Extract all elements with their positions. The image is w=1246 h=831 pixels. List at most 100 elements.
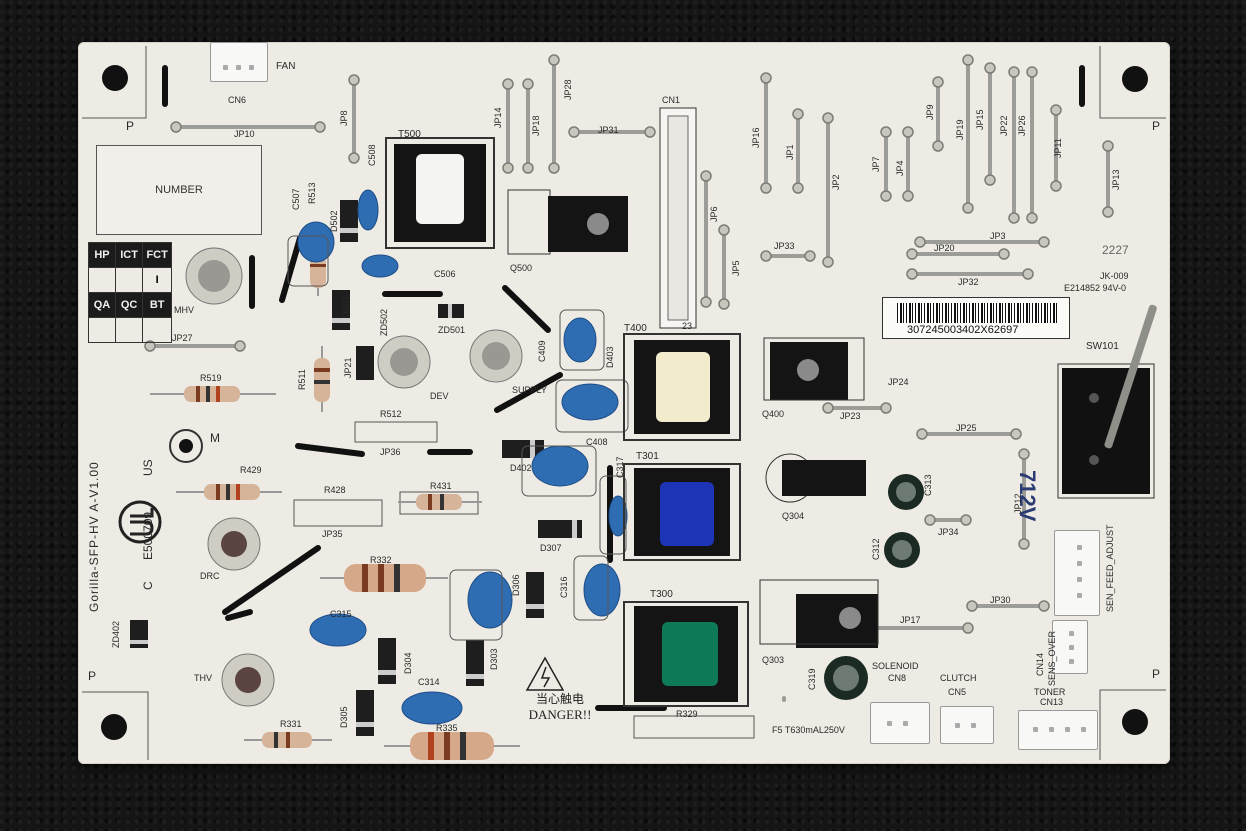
- jp20-label: JP20: [934, 243, 955, 253]
- jp7-label: JP7: [871, 156, 881, 172]
- r429-label: R429: [240, 465, 262, 475]
- mounting-holes: [82, 46, 1166, 760]
- r335-label: R335: [436, 723, 458, 733]
- jp14-label: JP14: [493, 107, 503, 128]
- ul-file-label: JK-009: [1100, 271, 1129, 281]
- micro-switch: [1057, 363, 1155, 499]
- jp16-label: JP16: [751, 127, 761, 148]
- qa-mark-cell: [114, 267, 144, 293]
- r331-label: R331: [280, 719, 302, 729]
- zd501-label: ZD501: [438, 325, 466, 335]
- c317-label: C317: [615, 456, 625, 478]
- diodes: [130, 200, 582, 736]
- jp32-label: JP32: [958, 277, 979, 287]
- sen-feed-adjust-label: SEN_FEED_ADJUST: [1105, 524, 1115, 612]
- cn1-label: CN1: [662, 95, 681, 105]
- q500-label: Q500: [510, 263, 533, 273]
- fuse-label: F5 T630mAL250V: [772, 725, 845, 735]
- jumper-wires: [148, 58, 1110, 702]
- barcode-label: 307245003402X62697: [882, 297, 1070, 339]
- jp4-label: JP4: [895, 160, 905, 176]
- cn1-pin-label: 23: [682, 321, 693, 331]
- c508-label: C508: [367, 144, 377, 166]
- d402-label: D402: [510, 463, 532, 473]
- jp27-label: JP27: [172, 333, 193, 343]
- cn13-toner-connector[interactable]: [1018, 710, 1098, 750]
- jp9-label: JP9: [925, 104, 935, 120]
- jp19-label: JP19: [955, 119, 965, 140]
- cn14-label: CN14: [1035, 652, 1045, 676]
- cn6-label: CN6: [228, 95, 247, 105]
- mhv-label: MHV: [174, 305, 194, 315]
- m-label: M: [210, 431, 220, 445]
- jp30-label: JP30: [990, 595, 1011, 605]
- qa-qa-cell: QA: [88, 292, 116, 318]
- c315-label: C315: [330, 609, 352, 619]
- board-model-label: Gorilla-SFP-HV A-V1.00: [87, 461, 101, 612]
- c314-label: C314: [418, 677, 440, 687]
- jp2-label: JP2: [831, 174, 841, 190]
- qa-bt-cell: BT: [142, 292, 172, 318]
- barcode-text: 307245003402X62697: [907, 324, 1019, 336]
- d304-label: D304: [403, 652, 413, 674]
- jp21-label: JP21: [343, 357, 353, 378]
- jp35-label: JP35: [322, 529, 343, 539]
- r431-label: R431: [430, 481, 452, 491]
- jp5-label: JP5: [731, 260, 741, 276]
- transformers: [385, 137, 749, 707]
- ul-c-label: C: [141, 581, 155, 590]
- qa-fct-cell: FCT: [142, 242, 172, 268]
- zd502-label: ZD502: [379, 308, 389, 336]
- d502-label: D502: [329, 210, 339, 232]
- ul-logo: [118, 500, 162, 544]
- transistors: [507, 189, 879, 648]
- jp1-label: JP1: [785, 144, 795, 160]
- cn14-sens-over-connector[interactable]: [1052, 620, 1088, 674]
- jp26-label: JP26: [1017, 115, 1027, 136]
- cn8-solenoid-connector[interactable]: [870, 702, 930, 744]
- c313-label: C313: [923, 474, 933, 496]
- r332-label: R332: [370, 555, 392, 565]
- cn8-label: CN8: [888, 673, 907, 683]
- jp18-label: JP18: [531, 115, 541, 136]
- t300-label: T300: [650, 589, 673, 600]
- qa-blank-cell: [88, 317, 116, 343]
- sens-over-label: SENS_OVER: [1047, 630, 1057, 686]
- qa-ict-cell: ICT: [114, 242, 144, 268]
- ul-rating-label: E214852 94V-0: [1064, 283, 1127, 293]
- qa-qc-cell: QC: [114, 292, 144, 318]
- sen-feed-adjust-connector[interactable]: [1054, 530, 1100, 616]
- dev-label: DEV: [430, 391, 449, 401]
- r512-label: R512: [380, 409, 402, 419]
- zd402-label: ZD402: [111, 620, 121, 648]
- thv-label: THV: [194, 673, 212, 683]
- jp3-label: JP3: [990, 231, 1006, 241]
- fan-connector[interactable]: [210, 42, 268, 82]
- c316-label: C316: [559, 576, 569, 598]
- sw101-label: SW101: [1086, 341, 1119, 352]
- jp6-label: JP6: [709, 206, 719, 222]
- drc-label: DRC: [200, 571, 220, 581]
- qa-table: HP ICT FCT I QA QC BT: [88, 242, 172, 343]
- jp22-label: JP22: [999, 115, 1009, 136]
- jumper-pads: [144, 54, 1114, 634]
- d306-label: D306: [511, 574, 521, 596]
- ceramic-capacitors: [297, 189, 628, 725]
- qa-blank-cell: [142, 317, 172, 343]
- c409-label: C409: [537, 340, 547, 362]
- cn13-label: CN13: [1040, 697, 1064, 707]
- c506-label: C506: [434, 269, 456, 279]
- cn5-clutch-connector[interactable]: [940, 706, 994, 744]
- c319-label: C319: [807, 668, 817, 690]
- jp24-label: JP24: [888, 377, 909, 387]
- fan-label: FAN: [276, 61, 296, 72]
- c507-label: C507: [291, 188, 301, 210]
- ul-us-label: US: [141, 459, 155, 476]
- jp12-label: JP12: [1013, 493, 1023, 514]
- clutch-label: CLUTCH: [940, 673, 977, 683]
- t400-label: T400: [624, 323, 647, 334]
- danger-cn: 当心触电: [535, 692, 584, 706]
- qa-hp-cell: HP: [88, 242, 116, 268]
- r329-label: R329: [676, 709, 698, 719]
